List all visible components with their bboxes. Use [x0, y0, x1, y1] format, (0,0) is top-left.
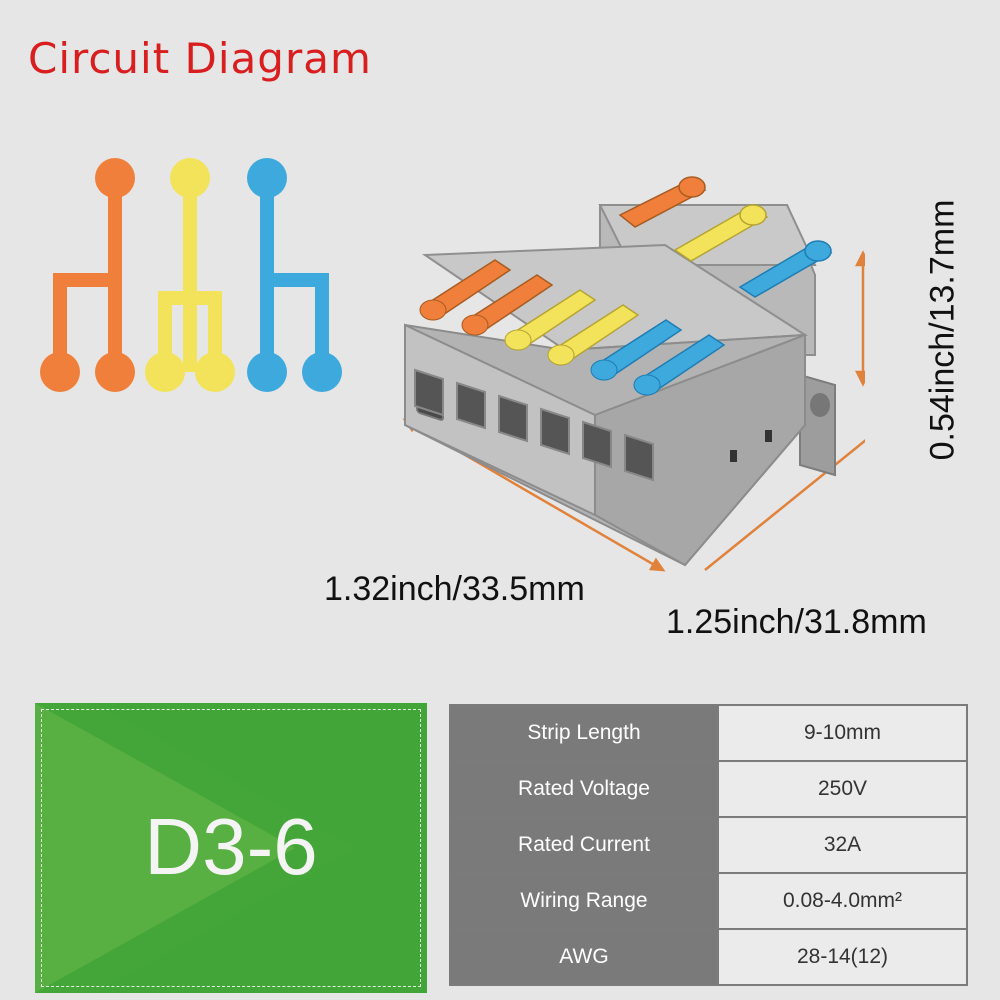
front-levers-icon: [419, 259, 726, 396]
spec-value: 9-10mm: [717, 704, 968, 762]
spec-table: Strip Length 9-10mm Rated Voltage 250V R…: [449, 704, 968, 986]
badge-background-icon: [35, 703, 427, 993]
table-row: AWG 28-14(12): [449, 928, 968, 986]
connector-product-image: [402, 176, 865, 572]
spec-label: Rated Voltage: [449, 760, 719, 818]
page-title: Circuit Diagram: [28, 34, 372, 83]
badge-dashed-border: [41, 709, 421, 987]
depth-dimension-label: 1.25inch/31.8mm: [666, 603, 927, 641]
circuit-diagram-icon: [40, 158, 342, 392]
height-dimension-label: 0.54inch/13.7mm: [923, 199, 962, 461]
table-row: Wiring Range 0.08-4.0mm²: [449, 872, 968, 930]
table-row: Rated Current 32A: [449, 816, 968, 874]
width-dimension-label: 1.32inch/33.5mm: [324, 570, 585, 608]
spec-value: 28-14(12): [717, 928, 968, 986]
yellow-branch-icon: [158, 178, 222, 372]
table-row: Rated Voltage 250V: [449, 760, 968, 818]
spec-label: Rated Current: [449, 816, 719, 874]
blue-branch-icon: [260, 178, 329, 372]
table-row: Strip Length 9-10mm: [449, 704, 968, 762]
spec-value: 0.08-4.0mm²: [717, 872, 968, 930]
spec-label: Wiring Range: [449, 872, 719, 930]
model-name: D3-6: [144, 802, 318, 891]
spec-label: Strip Length: [449, 704, 719, 762]
orange-branch-icon: [53, 178, 122, 372]
spec-value: 32A: [717, 816, 968, 874]
model-badge: D3-6: [35, 703, 427, 993]
spec-value: 250V: [717, 760, 968, 818]
spec-label: AWG: [449, 928, 719, 986]
